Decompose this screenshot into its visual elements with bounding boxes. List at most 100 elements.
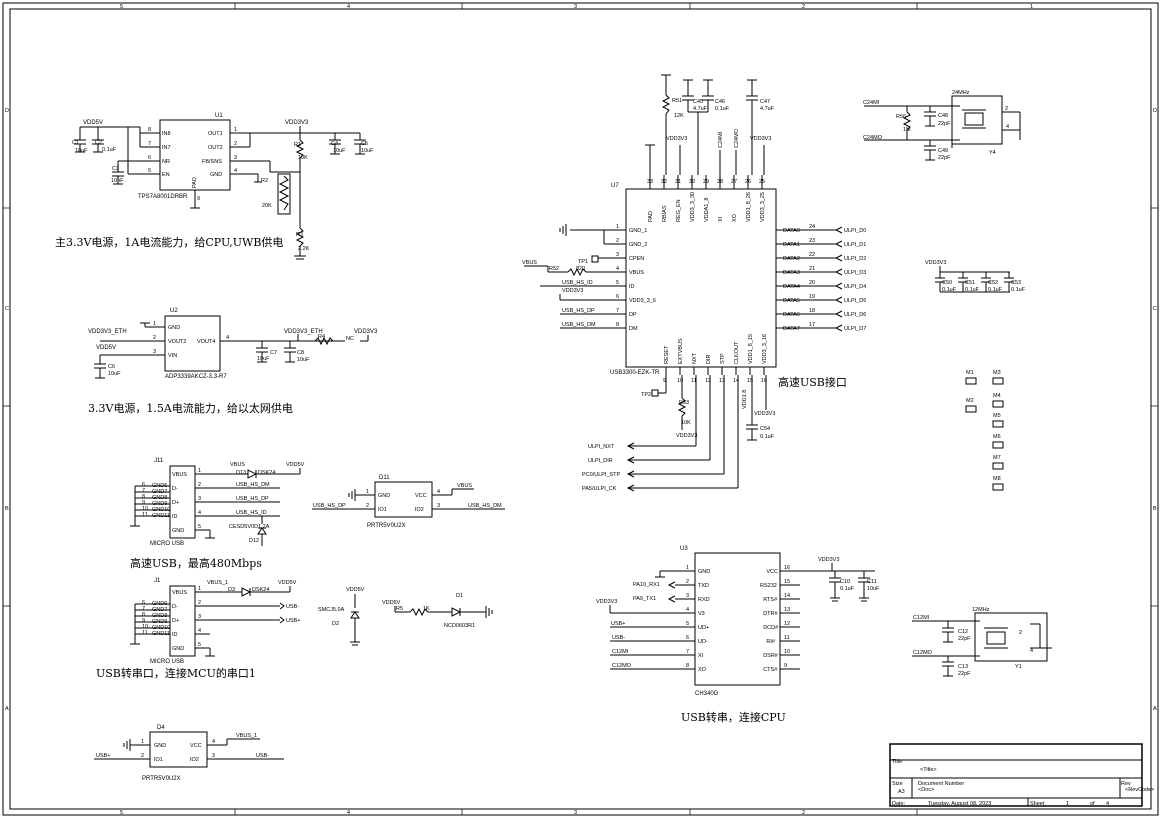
pin-name: XO: [698, 667, 707, 673]
pin-name: GND_1: [629, 228, 647, 234]
pin-number: 8: [686, 663, 689, 669]
pin-number: 12: [784, 621, 790, 627]
border-row-label: B: [5, 506, 9, 512]
pin-number: 7: [686, 649, 689, 655]
net-label: VBUS_1: [207, 580, 228, 586]
component-value: 10uF: [867, 586, 880, 592]
mount-label: M3: [993, 370, 1001, 376]
net-label: USB-: [256, 753, 269, 759]
component-value: 12K: [674, 113, 684, 119]
pin-number: 6: [142, 482, 145, 488]
sheet-label: Sheet: [1030, 801, 1045, 807]
pin-number: 1: [234, 127, 237, 133]
pin-name: IO2: [415, 507, 424, 513]
component-value: 10uF: [257, 356, 270, 362]
section-note: 高速USB接口: [778, 375, 847, 389]
border-col-label: 1: [1030, 4, 1033, 10]
component-value: 0.1uF: [102, 147, 117, 153]
net-label: VDD3V3: [562, 288, 583, 294]
pin-name: D-: [172, 486, 178, 492]
ref-designator: C6: [108, 364, 115, 370]
net-label: ULPI_D0: [844, 228, 866, 234]
component-value: 10uF: [361, 148, 374, 154]
pin-number: 4: [437, 489, 440, 495]
pin-number: 3: [686, 593, 689, 599]
section-note: 高速USB，最高480Mbps: [130, 556, 262, 570]
pin-number: 5: [616, 280, 619, 286]
pin-name: VCC: [766, 569, 778, 575]
net-label: USB+: [611, 621, 626, 627]
d2-tvs[interactable]: VDD5V SMCJ5.0A D2: [318, 587, 365, 646]
y1-crystal-12mhz[interactable]: C12MI C12MO C12 22pF C13 22pF 12MHz Y1 2…: [912, 607, 1052, 677]
y4-crystal-24mhz[interactable]: C24MI C24MO R56 1M C48 22pF C49 22pF 24M…: [863, 90, 1021, 161]
pin-number: 16: [784, 565, 790, 571]
net-label: USB-: [286, 604, 299, 610]
pin-name: DTR#: [763, 611, 778, 617]
mount-label: M8: [993, 476, 1001, 482]
ref-designator: C51: [965, 280, 975, 286]
ref-designator: D12: [249, 538, 259, 544]
ref-designator: C2: [95, 140, 102, 146]
component-value: 22pF: [938, 121, 951, 127]
ref-designator: D11: [379, 475, 390, 481]
ref-designator: R5: [396, 606, 403, 612]
mount-label: M5: [993, 413, 1001, 419]
net-label: VDD5V: [286, 462, 305, 468]
d11-esd-protection[interactable]: D11 PRTR5V0U2X 1 2 GND IO1 4 3 VCC IO2 U…: [312, 475, 505, 529]
net-label: ULPI_D4: [844, 284, 866, 290]
component-value: 1M: [903, 127, 911, 133]
capacitor-c45: C45 4.7uF: [682, 79, 708, 112]
capacitor-c10: C10 0.1uF: [829, 571, 855, 602]
pin-number: 31: [675, 179, 681, 185]
pin-name: GND: [168, 325, 180, 331]
pin-name: IN8: [162, 131, 171, 137]
rev-value: <RevCode>: [1125, 787, 1154, 793]
component-value: 2.2K: [298, 246, 310, 252]
net-label: VDD5V: [382, 600, 401, 606]
net-label: C24MI: [863, 100, 880, 106]
component-value: 4.7uF: [760, 106, 775, 112]
net-label: VDD3V3: [750, 136, 771, 142]
pin-name: DATA4: [783, 284, 800, 290]
component-value: 820: [576, 266, 585, 272]
capacitor-c2: C2 0.1uF: [92, 127, 117, 153]
d4-esd-protection[interactable]: D4 PRTR5V0U2X 1 2 GND IO1 4 3 VCC IO2 US…: [94, 725, 284, 782]
pin-name: GND: [172, 528, 184, 534]
net-label: USB+: [286, 618, 301, 624]
pin-number: 11: [142, 630, 148, 636]
component-value: 22pF: [958, 636, 971, 642]
ref-designator: C52: [988, 280, 998, 286]
u2-regulator[interactable]: U2 ADP3339AKCZ-3.3-R7 1 2 3 GND VOUT2 VI…: [88, 308, 378, 415]
u7-usb-phy[interactable]: U7 USB3300-EZK-TR 33PAD32RBIAS31REG_EN30…: [522, 74, 866, 492]
pin-number: 8: [142, 494, 145, 500]
pin-name: VOUT2: [168, 339, 186, 345]
net-label: VBUS: [457, 483, 472, 489]
pin-number: 5: [686, 621, 689, 627]
component-value: 0.1uF: [840, 586, 855, 592]
pin-number: 7: [142, 488, 145, 494]
ref-designator: C5: [361, 141, 368, 147]
pin-name: CTS#: [763, 667, 778, 673]
pin-number: 3: [437, 503, 440, 509]
pin-number: 6: [616, 294, 619, 300]
d1-power-led[interactable]: VDD5V R5 1K D1 NCD0603R1: [382, 593, 493, 629]
capacitor-c54: C54 0.1uF: [746, 424, 775, 441]
part-number: PRTR5V0U2X: [142, 776, 181, 782]
pin-name: GND9: [152, 619, 167, 625]
u1-regulator[interactable]: U1 TPS7A8001DRBR 8 7 6 5 IN8 IN7 NR EN 1…: [55, 113, 374, 260]
pin-name: VBUS: [172, 590, 187, 596]
mounting-hole: [992, 420, 1004, 428]
crystal-frequency: 12MHz: [972, 607, 990, 613]
net-label: ULPI_D2: [844, 256, 866, 262]
mounting-hole: [992, 400, 1004, 408]
net-label: USB_HS_DM: [236, 482, 270, 488]
capacitor-c4: C4 10uF: [329, 133, 346, 155]
pin-name: GND6: [152, 483, 167, 489]
resistor-r1: R1 10K: [294, 133, 308, 172]
ref-designator: U3: [680, 546, 688, 552]
u7-top-pins: 33PAD32RBIAS31REG_EN30VDD3_3_3029VDDA1_8…: [647, 175, 766, 222]
u3-ch340g[interactable]: U3 CH340G 1GND2TXD3RXD4V35UD+6UD-7XI8XO …: [596, 546, 880, 724]
pin-name: DATA6: [783, 312, 800, 318]
